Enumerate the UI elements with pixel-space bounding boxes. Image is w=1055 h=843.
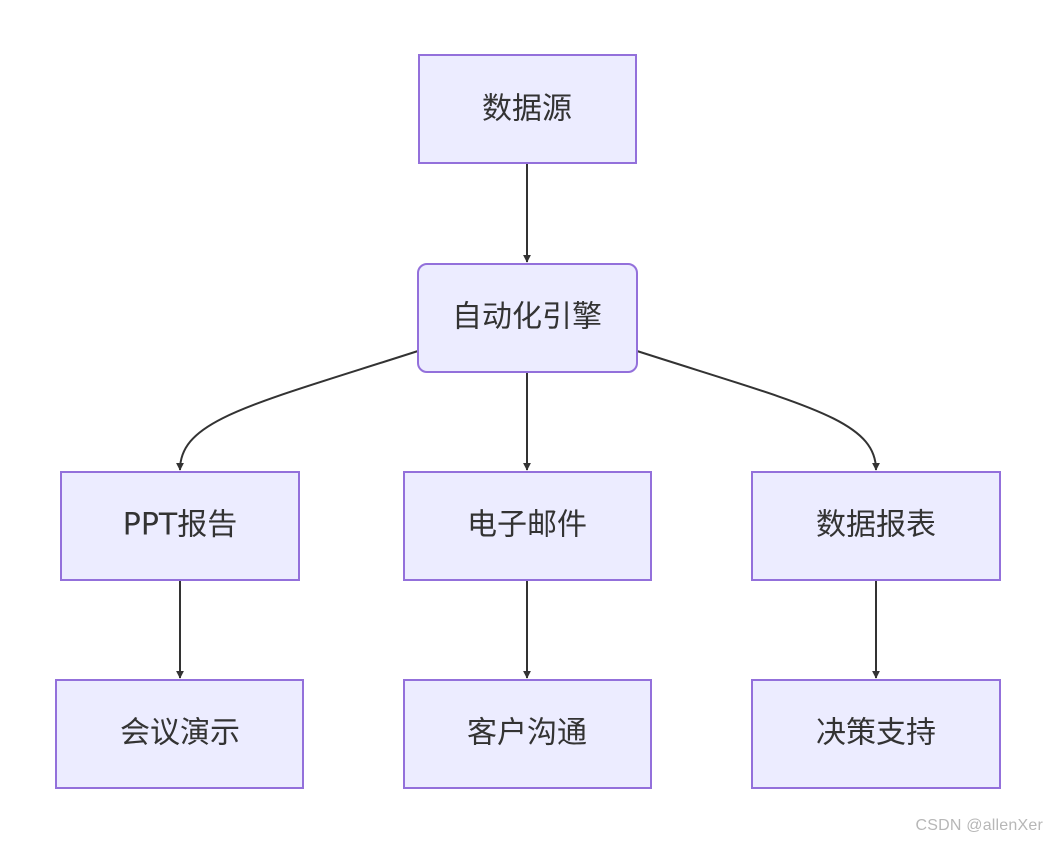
node-report: 数据报表 [751,471,1001,581]
node-decision: 决策支持 [751,679,1001,789]
node-source-label: 数据源 [482,92,572,127]
node-engine-label: 自动化引擎 [452,300,602,335]
node-ppt: PPT报告 [60,471,300,581]
node-engine: 自动化引擎 [417,263,638,373]
node-customer: 客户沟通 [403,679,652,789]
node-ppt-label: PPT报告 [123,508,238,543]
node-report-label: 数据报表 [816,508,936,543]
node-decision-label: 决策支持 [816,716,936,751]
node-email: 电子邮件 [403,471,652,581]
node-meeting: 会议演示 [55,679,304,789]
edge-engine-to-report [636,350,880,471]
node-source: 数据源 [418,54,637,164]
node-email-label: 电子邮件 [467,508,587,543]
edge-engine-to-ppt [176,350,419,471]
node-customer-label: 客户沟通 [467,716,587,751]
node-meeting-label: 会议演示 [120,716,240,751]
watermark: CSDN @allenXer [915,817,1043,834]
